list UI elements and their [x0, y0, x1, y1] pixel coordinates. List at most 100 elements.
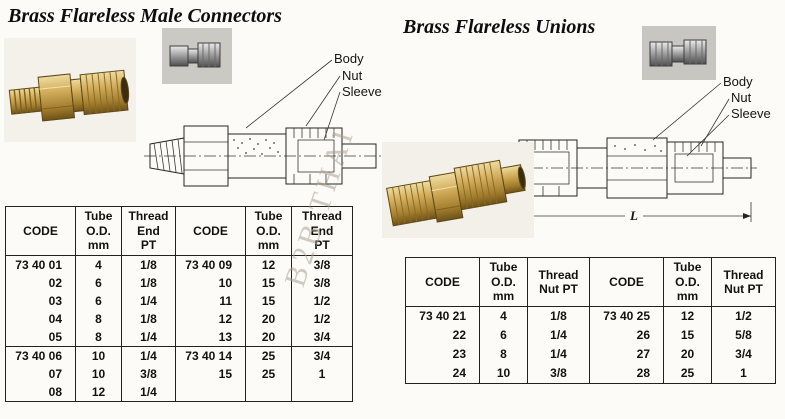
column-header: CODE — [405, 257, 480, 307]
value-cell: 1/2 — [291, 292, 353, 310]
value-cell: 1/8 — [527, 306, 590, 326]
value-cell: 25 — [245, 346, 292, 365]
value-cell: 1/2 — [711, 306, 776, 326]
code-cell: 73 40 14 — [175, 346, 246, 365]
value-cell: 8 — [75, 328, 122, 347]
value-cell: 25 — [663, 364, 712, 384]
value-cell: 3/4 — [291, 346, 353, 365]
code-cell: 04 — [5, 310, 76, 328]
column-header: Tube O.D. mm — [663, 257, 712, 307]
code-cell: 10 — [175, 274, 246, 292]
part-label-nut: Nut — [731, 90, 752, 105]
code-cell: 73 40 06 — [5, 346, 76, 365]
code-cell: 28 — [589, 364, 664, 384]
value-cell: 20 — [245, 328, 292, 347]
value-cell: 1/4 — [121, 346, 176, 365]
value-cell: 1/4 — [527, 345, 590, 364]
column-header: Thread End PT — [121, 206, 176, 256]
value-cell: 15 — [245, 292, 292, 310]
value-cell: 4 — [479, 306, 528, 326]
section-title-unions: Brass Flareless Unions — [403, 16, 596, 38]
value-cell: 1 — [711, 364, 776, 384]
part-label-body: Body — [723, 74, 753, 89]
value-cell: 6 — [75, 274, 122, 292]
value-cell: 8 — [75, 310, 122, 328]
value-cell: 6 — [479, 326, 528, 345]
value-cell: 25 — [245, 365, 292, 383]
part-label-nut: Nut — [342, 68, 363, 83]
value-cell: 20 — [663, 345, 712, 364]
code-cell: 13 — [175, 328, 246, 347]
value-cell: 15 — [663, 326, 712, 345]
value-cell: 15 — [245, 274, 292, 292]
column-header: Tube O.D. mm — [245, 206, 292, 256]
column-header: Tube O.D. mm — [479, 257, 528, 307]
value-cell: 12 — [75, 383, 122, 402]
column-header: CODE — [5, 206, 76, 256]
value-cell: 3/4 — [291, 328, 353, 347]
value-cell: 12 — [245, 255, 292, 274]
value-cell — [245, 383, 292, 402]
code-cell: 05 — [5, 328, 76, 347]
part-label-sleeve: Sleeve — [342, 84, 382, 99]
value-cell: 1/8 — [121, 255, 176, 274]
value-cell: 5/8 — [711, 326, 776, 345]
value-cell: 1/8 — [121, 310, 176, 328]
code-cell: 73 40 09 — [175, 255, 246, 274]
code-cell: 12 — [175, 310, 246, 328]
code-cell: 73 40 25 — [589, 306, 664, 326]
part-label-sleeve: Sleeve — [731, 106, 771, 121]
value-cell: 1/4 — [121, 328, 176, 347]
value-cell: 12 — [663, 306, 712, 326]
column-header: CODE — [175, 206, 246, 256]
value-cell: 10 — [75, 346, 122, 365]
value-cell: 3/4 — [711, 345, 776, 364]
value-cell: 1/4 — [121, 292, 176, 310]
code-cell — [175, 383, 246, 402]
column-header: CODE — [589, 257, 664, 307]
value-cell: 10 — [479, 364, 528, 384]
union-inset-photo — [642, 26, 716, 80]
value-cell: 1/4 — [527, 326, 590, 345]
value-cell: 6 — [75, 292, 122, 310]
male-connector-inset-photo — [162, 28, 232, 84]
code-cell: 03 — [5, 292, 76, 310]
male-connector-photo — [4, 38, 136, 142]
code-cell: 02 — [5, 274, 76, 292]
code-cell: 11 — [175, 292, 246, 310]
code-cell: 22 — [405, 326, 480, 345]
code-cell: 24 — [405, 364, 480, 384]
value-cell: 8 — [479, 345, 528, 364]
value-cell: 3/8 — [121, 365, 176, 383]
code-cell: 27 — [589, 345, 664, 364]
code-cell: 08 — [5, 383, 76, 402]
value-cell: 3/8 — [291, 255, 353, 274]
code-cell: 73 40 01 — [5, 255, 76, 274]
section-title-male-connectors: Brass Flareless Male Connectors — [8, 5, 282, 27]
column-header: Thread End PT — [291, 206, 353, 256]
union-drawing: Body Nut Sleeve — [511, 74, 771, 223]
code-cell: 23 — [405, 345, 480, 364]
value-cell: 3/8 — [527, 364, 590, 384]
value-cell: 4 — [75, 255, 122, 274]
code-cell: 15 — [175, 365, 246, 383]
value-cell: 1/2 — [291, 310, 353, 328]
union-photo — [382, 142, 534, 238]
code-cell: 73 40 21 — [405, 306, 480, 326]
male-connector-drawing: Body Nut Sleeve — [144, 51, 384, 187]
value-cell: 1 — [291, 365, 353, 383]
column-header: Tube O.D. mm — [75, 206, 122, 256]
